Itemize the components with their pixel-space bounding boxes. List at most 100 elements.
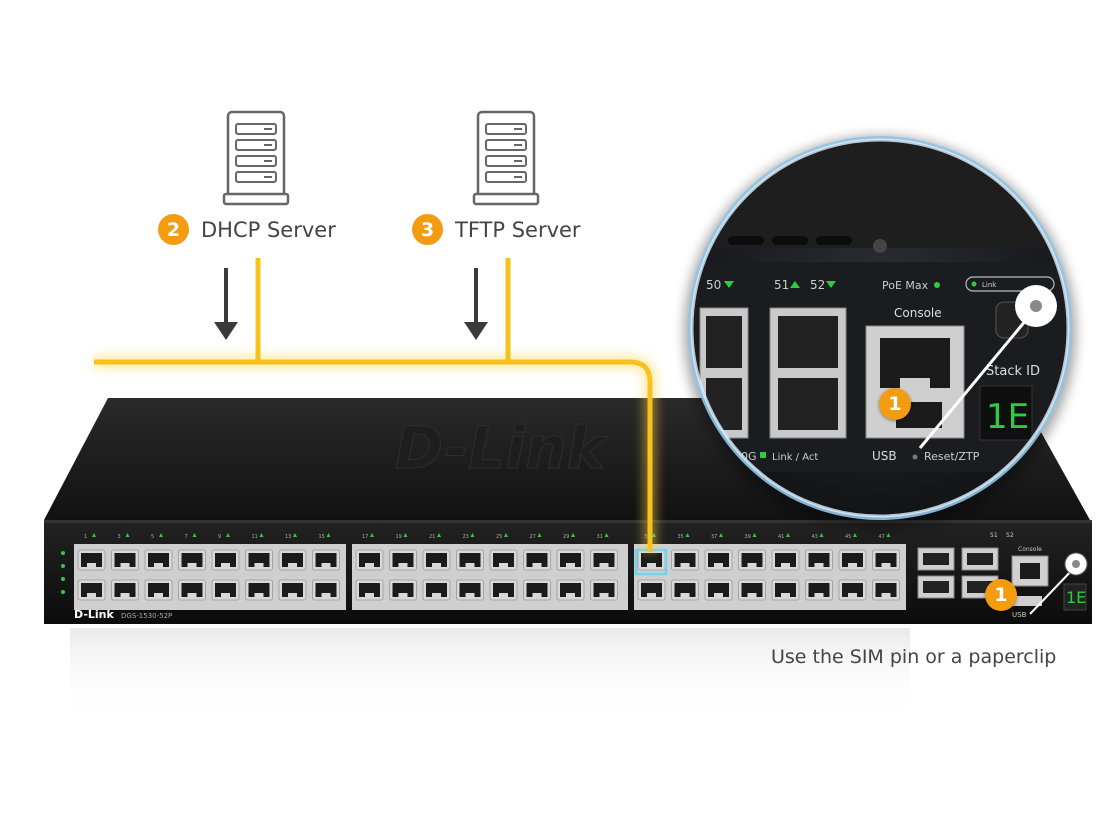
port-led-triangle [470, 533, 475, 537]
rj45-port [312, 549, 340, 571]
rj45-port [245, 579, 273, 601]
rj45-port [355, 549, 384, 571]
port-number-label: 37 [711, 534, 717, 540]
zoom-sfp-label-51: 51 [774, 278, 789, 292]
front-brand-label: D-Link [74, 608, 115, 621]
port-number-label: 29 [563, 534, 569, 540]
port-led-triangle [886, 533, 891, 537]
port-number-label: 23 [463, 534, 469, 540]
port-led-triangle [370, 533, 374, 537]
console-label-small: Console [1018, 546, 1042, 553]
rj45-port [211, 549, 240, 571]
tftp-server-label: 3 TFTP Server [412, 214, 581, 245]
dhcp-server-label: 2 DHCP Server [158, 214, 336, 245]
dhcp-server-text: DHCP Server [201, 217, 336, 242]
rj45-port [389, 579, 417, 601]
port-number-label: 41 [778, 534, 784, 540]
front-step-1-badge: 1 [985, 579, 1017, 611]
zoom-step-1-badge: 1 [879, 388, 911, 420]
step-3-badge: 3 [412, 214, 443, 245]
port-number-label: 45 [845, 534, 851, 540]
rj45-port [838, 579, 867, 601]
rj45-port [111, 549, 139, 571]
rj45-port [523, 549, 551, 571]
rj45-port [489, 579, 518, 601]
port-led-triangle [259, 533, 264, 537]
rj45-port [312, 579, 340, 601]
port-led-triangle [437, 533, 441, 537]
ethernet-cable [94, 258, 657, 552]
port-led-triangle [604, 533, 609, 537]
rj45-port [211, 579, 240, 601]
rj45-port [422, 579, 451, 601]
zoom-usb-label: USB [872, 449, 897, 463]
rj45-port [671, 579, 699, 601]
zoom-magnifier: 50 51 52 PoE Max Link Console Stack ID 1… [684, 136, 1076, 528]
zoom-reset-label: Reset/ZTP [924, 450, 980, 463]
port-led-triangle [159, 533, 163, 537]
rj45-port [671, 549, 699, 571]
rj45-port [245, 549, 273, 571]
port-number-label: 31 [597, 534, 603, 540]
port-number-label: 3 [118, 534, 121, 540]
rj45-port [590, 549, 618, 571]
rj45-port [872, 579, 900, 601]
port-led-triangle [504, 533, 508, 537]
zoom-poe-max-label: PoE Max [882, 279, 929, 292]
rj45-port [771, 579, 800, 601]
rj45-port [637, 549, 666, 571]
rj45-port [278, 549, 307, 571]
rj45-port [422, 549, 451, 571]
port-number-label: 17 [362, 534, 368, 540]
rj45-port [805, 549, 833, 571]
rj45-port [144, 579, 173, 601]
step-2-badge: 2 [158, 214, 189, 245]
usb-label-small: USB [1012, 611, 1027, 619]
rj45-port [872, 549, 900, 571]
port-led-triangle [786, 533, 790, 537]
port-led-triangle [326, 533, 331, 537]
rj45-port [738, 579, 766, 601]
rj45-port [77, 549, 106, 571]
port-led-triangle [819, 533, 824, 537]
rj45-port [278, 579, 307, 601]
port-number-label: 11 [252, 534, 258, 540]
switch-reflection [70, 628, 910, 718]
rj45-port [178, 579, 206, 601]
rj45-port [556, 549, 585, 571]
tftp-server-icon [472, 110, 540, 206]
front-model-label: DGS-1530-52P [121, 612, 172, 620]
rj45-port [144, 549, 173, 571]
port-led-triangle [92, 533, 96, 537]
rj45-port [489, 549, 518, 571]
port-number-label: 5 [151, 534, 154, 540]
stack-id-display-small: 1E [1066, 588, 1086, 607]
port-number-label: 1 [84, 534, 87, 540]
port-led-triangle [571, 533, 575, 537]
rj45-port [456, 549, 484, 571]
rj45-port [590, 579, 618, 601]
sfp-label-51: 51 [990, 532, 998, 539]
switch-top-logo: D-Link [395, 414, 608, 482]
port-number-label: 27 [530, 534, 536, 540]
tftp-down-arrow-icon [464, 268, 488, 340]
rj45-port [704, 549, 733, 571]
zoom-link-act-label: Link / Act [772, 452, 818, 463]
rj45-port [738, 549, 766, 571]
zoom-sfp-label-50: 50 [706, 278, 721, 292]
rj45-port [704, 579, 733, 601]
port-number-label: 43 [812, 534, 818, 540]
port-number-label: 35 [678, 534, 684, 540]
rj45-port [178, 549, 206, 571]
port-led-triangle [293, 533, 297, 537]
front-pin-icon [1029, 552, 1088, 615]
rj45-port [456, 579, 484, 601]
dhcp-down-arrow-icon [214, 268, 238, 340]
port-led-triangle [719, 533, 723, 537]
rj45-port [77, 579, 106, 601]
zoom-stack-id-display: 1E [986, 397, 1029, 437]
rj45-port [556, 579, 585, 601]
port-led-triangle [403, 533, 408, 537]
port-number-label: 13 [285, 534, 291, 540]
